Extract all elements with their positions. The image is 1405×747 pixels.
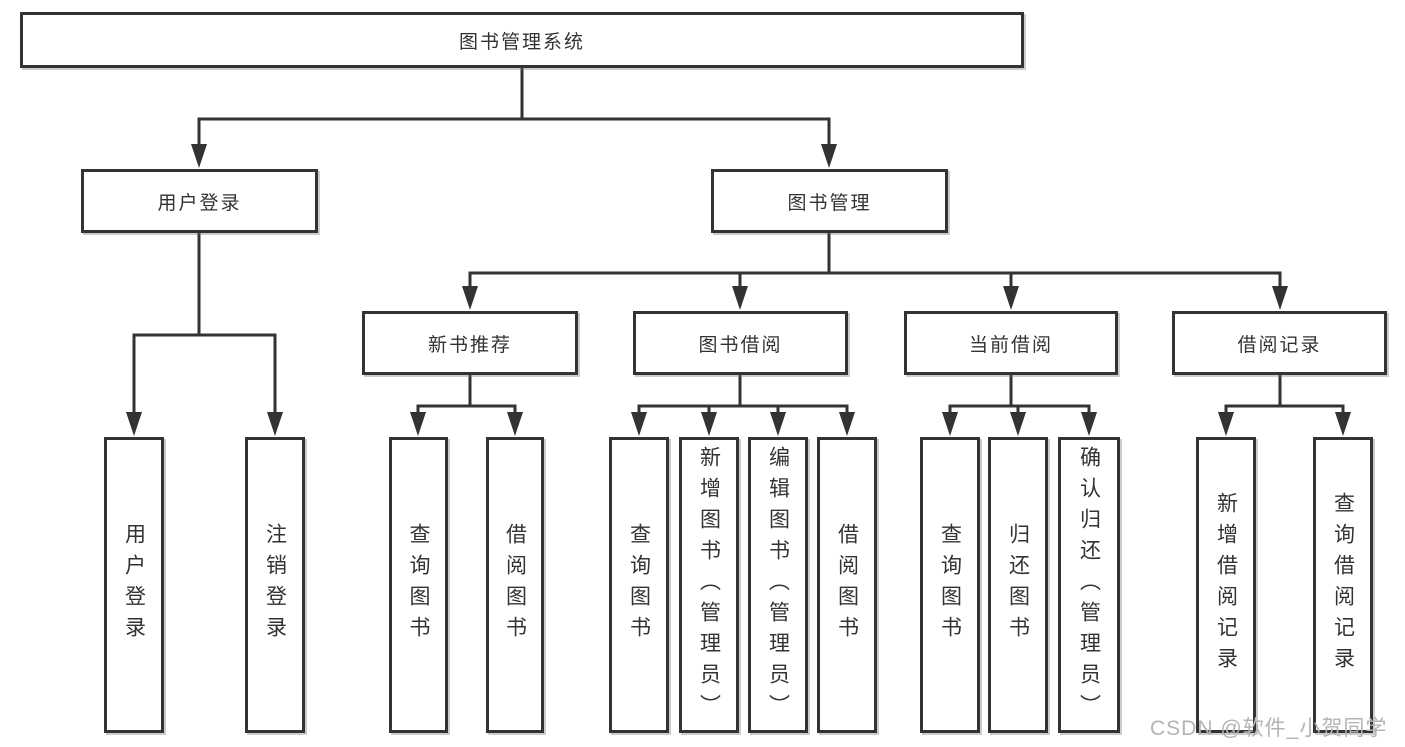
node-new-book-recommend: 新书推荐	[362, 311, 578, 375]
leaf-add-borrow-record: 新增借阅记录	[1196, 437, 1256, 733]
arrowheads	[126, 144, 1351, 436]
leaf-logout: 注销登录	[245, 437, 305, 733]
leaf-borrow-books-borrow: 借阅图书	[817, 437, 877, 733]
leaf-return-books-label: 归还图书	[1006, 523, 1030, 647]
leaf-query-books-borrow-label: 查询图书	[627, 523, 651, 647]
node-book-management-label: 图书管理	[787, 192, 872, 214]
edge-bookmgmt-to-level3	[468, 233, 1282, 294]
leaf-add-borrow-record-label: 新增借阅记录	[1214, 492, 1238, 678]
node-root: 图书管理系统	[20, 12, 1024, 68]
node-book-management: 图书管理	[711, 169, 948, 233]
node-current-borrow: 当前借阅	[904, 311, 1118, 375]
leaf-user-login-label: 用户登录	[122, 523, 146, 647]
node-borrow-record-label: 借阅记录	[1237, 334, 1322, 356]
node-root-label: 图书管理系统	[458, 31, 585, 53]
node-book-borrow-label: 图书借阅	[698, 334, 783, 356]
edge-recommend-to-leaves	[416, 375, 517, 420]
leaf-user-login: 用户登录	[104, 437, 164, 733]
node-user-login: 用户登录	[81, 169, 318, 233]
leaf-query-books-recommend-label: 查询图书	[407, 523, 430, 647]
leaf-query-borrow-record-label: 查询借阅记录	[1331, 492, 1355, 678]
leaf-borrow-books-borrow-label: 借阅图书	[835, 523, 859, 647]
node-new-book-recommend-label: 新书推荐	[427, 334, 512, 356]
leaf-query-books-recommend: 查询图书	[389, 437, 448, 733]
leaf-borrow-books-recommend: 借阅图书	[486, 437, 544, 733]
edge-records-to-leaves	[1224, 375, 1345, 420]
edge-borrow-to-leaves	[637, 375, 849, 420]
leaf-edit-books-admin: 编辑图书（管理员）	[748, 437, 808, 733]
leaf-return-books: 归还图书	[988, 437, 1048, 733]
node-book-borrow: 图书借阅	[633, 311, 848, 375]
leaf-confirm-return-admin-label: 确认归还（管理员）	[1077, 445, 1101, 725]
leaf-query-books-current: 查询图书	[920, 437, 980, 733]
leaf-confirm-return-admin: 确认归还（管理员）	[1058, 437, 1120, 733]
edge-userlogin-to-leaves	[132, 233, 277, 420]
leaf-query-books-borrow: 查询图书	[609, 437, 669, 733]
leaf-edit-books-admin-label: 编辑图书（管理员）	[766, 445, 790, 725]
leaf-borrow-books-recommend-label: 借阅图书	[503, 523, 527, 647]
leaf-query-borrow-record: 查询借阅记录	[1313, 437, 1373, 733]
leaf-add-books-admin: 新增图书（管理员）	[679, 437, 739, 733]
leaf-logout-label: 注销登录	[263, 523, 287, 647]
leaf-add-books-admin-label: 新增图书（管理员）	[697, 445, 721, 725]
node-current-borrow-label: 当前借阅	[968, 334, 1053, 356]
leaf-query-books-current-label: 查询图书	[938, 523, 962, 647]
csdn-watermark: CSDN @软件_小贺同学	[1150, 717, 1388, 740]
node-user-login-label: 用户登录	[157, 192, 242, 214]
node-borrow-record: 借阅记录	[1172, 311, 1387, 375]
edge-root-to-level2	[197, 68, 831, 152]
